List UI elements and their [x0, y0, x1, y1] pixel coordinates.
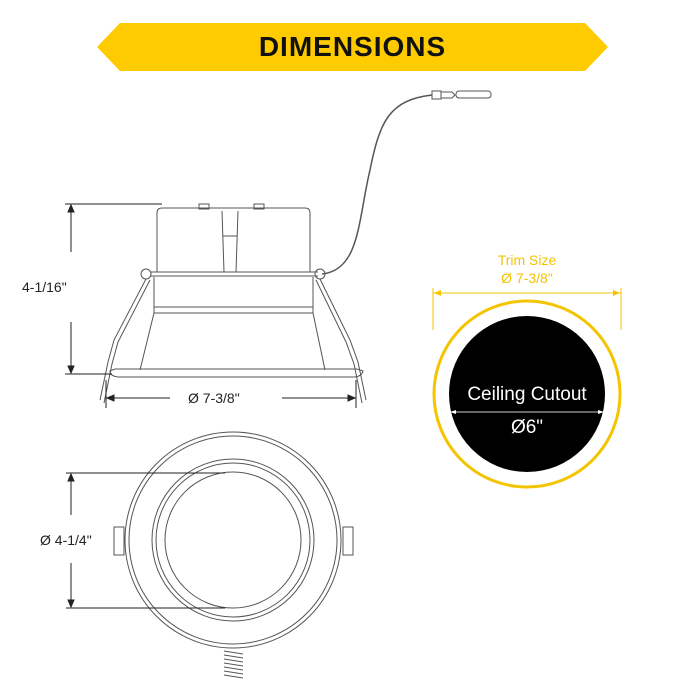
tab-left	[113, 526, 125, 556]
hinge-left	[140, 268, 152, 280]
box-bracket	[221, 210, 239, 273]
width-dimension-label: Ø 7-3/8"	[188, 390, 240, 406]
spring-coil	[223, 650, 244, 679]
page-title: DIMENSIONS	[258, 31, 447, 62]
tab-right	[342, 526, 354, 556]
banner-shape	[97, 23, 608, 71]
ceiling-cutout-circle	[449, 316, 605, 472]
aperture-dimension-label: Ø 4-1/4"	[40, 532, 92, 548]
ceiling-cutout-title: Ceiling Cutout	[467, 384, 587, 405]
box-clip-right	[253, 203, 265, 210]
reflector-ring	[151, 458, 315, 622]
trim-size-title: Trim Size	[497, 252, 557, 268]
connector-probe	[455, 90, 492, 99]
spring-right	[315, 278, 367, 404]
bottom-view-fixture	[113, 431, 354, 679]
ceiling-cutout-value: Ø6"	[510, 417, 544, 438]
trim-size-value: Ø 7-3/8"	[501, 270, 553, 286]
spring-left	[99, 278, 151, 404]
trim-size-circle	[432, 299, 622, 489]
connector-nut	[431, 90, 442, 100]
bottom-view-dimensions	[66, 472, 225, 609]
power-wire	[321, 94, 433, 275]
banner-ribbon	[97, 23, 608, 71]
lens	[164, 471, 302, 609]
driver-box	[156, 207, 311, 273]
side-view-fixture	[99, 90, 492, 404]
height-dimension-label: 4-1/16"	[22, 279, 67, 295]
trim-outer-ring	[124, 431, 342, 649]
box-clip-left	[198, 203, 210, 210]
cutout-diagram	[432, 288, 622, 489]
trim-flange	[109, 368, 364, 378]
side-view-dimensions	[65, 203, 357, 408]
